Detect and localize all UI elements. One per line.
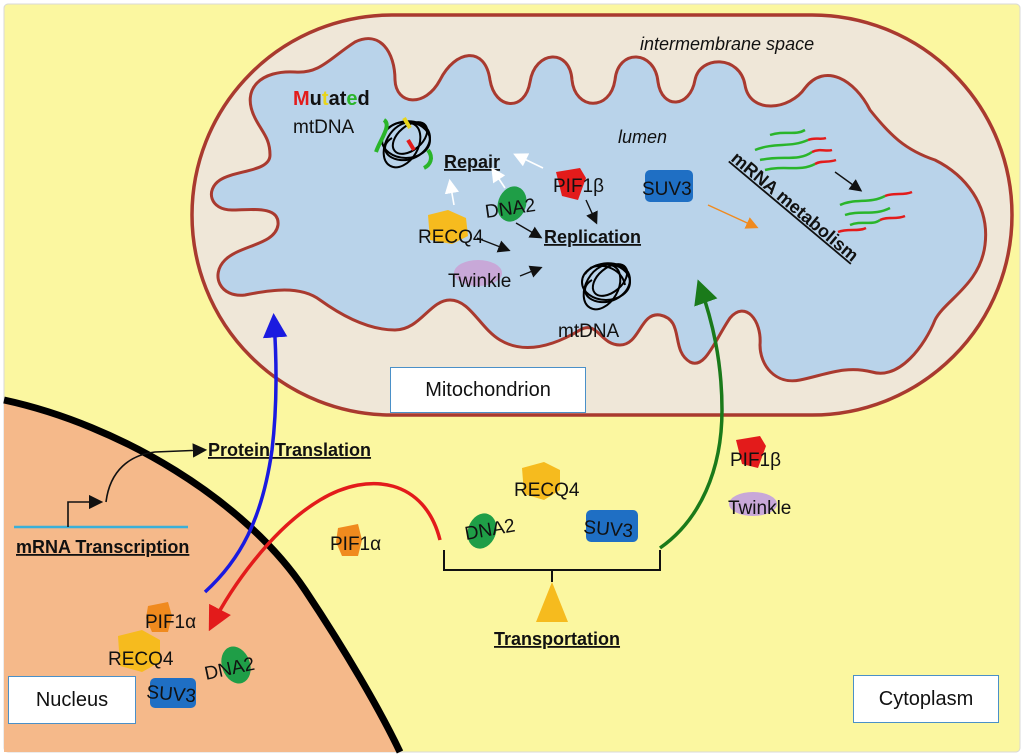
replication-label: Replication [544, 227, 641, 247]
mtdna-top-label: mtDNA [293, 117, 355, 138]
cyto-suv3-label: SUV3 [583, 517, 634, 542]
mutated-letter: a [329, 88, 341, 110]
mrna-transcription-label: mRNA Transcription [16, 537, 189, 557]
mtdna-icon [581, 262, 631, 311]
mito-dna2-protein [497, 186, 527, 222]
cyto-pif1b-label: PIF1β [730, 450, 781, 471]
nuc-suv3-label: SUV3 [146, 682, 197, 707]
mitochondrion-matrix [209, 37, 988, 383]
mito-twinkle-label: Twinkle [448, 271, 511, 292]
repair-arrows [444, 153, 544, 206]
mutated-letter: e [346, 88, 357, 110]
mitochondrion-box-label: Mitochondrion [390, 367, 586, 413]
mito-pif1b-protein [556, 168, 586, 200]
cyto-suv3-protein [586, 510, 638, 542]
transportation-triangle [536, 582, 568, 622]
nucleus-region [4, 400, 400, 752]
mutated-letter: u [310, 88, 322, 110]
nuclear-envelope [3, 396, 404, 754]
nuclear-import-arrow [208, 481, 442, 632]
mito-recq4-protein [428, 210, 468, 244]
mrna-strands-icon [754, 128, 913, 234]
suv3-to-mrna-arrow [707, 204, 759, 229]
mutated-mtdna-icon [374, 116, 433, 170]
cyto-twinkle-protein [729, 492, 777, 516]
nucleus-box-label: Nucleus [8, 676, 136, 724]
nuc-suv3-protein [150, 678, 196, 708]
mito-suv3-label: SUV3 [642, 179, 692, 200]
mutated-letter: t [322, 88, 329, 110]
cyto-pif1a-protein [336, 524, 362, 556]
mito-recq4-label: RECQ4 [418, 227, 484, 248]
protein-import-arrow [203, 313, 288, 594]
translation-arrow [105, 443, 208, 503]
cyto-recq4-protein [522, 462, 560, 500]
mutated-label: Mutated [293, 88, 370, 110]
mutated-letter: t [340, 88, 347, 110]
mito-import-arrow [658, 279, 724, 550]
nuc-dna2-protein [221, 646, 251, 684]
transportation-label: Transportation [494, 629, 620, 649]
cyto-dna2-protein [467, 513, 497, 549]
nuc-recq4-label: RECQ4 [108, 649, 174, 670]
transportation-bracket [443, 550, 661, 582]
cyto-recq4-label: RECQ4 [514, 480, 580, 501]
lumen-label: lumen [618, 127, 667, 147]
replication-arrows [476, 171, 863, 278]
repair-label: Repair [444, 152, 500, 172]
cytoplasm-box-label: Cytoplasm [853, 675, 999, 723]
cyto-pif1a-label: PIF1α [330, 534, 381, 555]
mito-twinkle-protein [454, 260, 502, 286]
mito-suv3-protein [645, 170, 693, 202]
nuc-recq4-protein [118, 630, 160, 672]
mito-pif1b-label: PIF1β [553, 176, 604, 197]
cyto-twinkle-label: Twinkle [728, 498, 791, 519]
mutated-letter: d [357, 88, 369, 110]
protein-translation-label: Protein Translation [208, 440, 371, 460]
mtdna-bottom-label: mtDNA [558, 321, 620, 342]
promoter-arrow [67, 494, 104, 527]
nuc-pif1a-protein [146, 602, 172, 632]
intermembrane-space-label: intermembrane space [640, 34, 814, 54]
nuc-pif1a-label: PIF1α [145, 612, 196, 633]
cyto-pif1b-protein [736, 436, 766, 468]
mutated-letter: M [293, 88, 310, 110]
